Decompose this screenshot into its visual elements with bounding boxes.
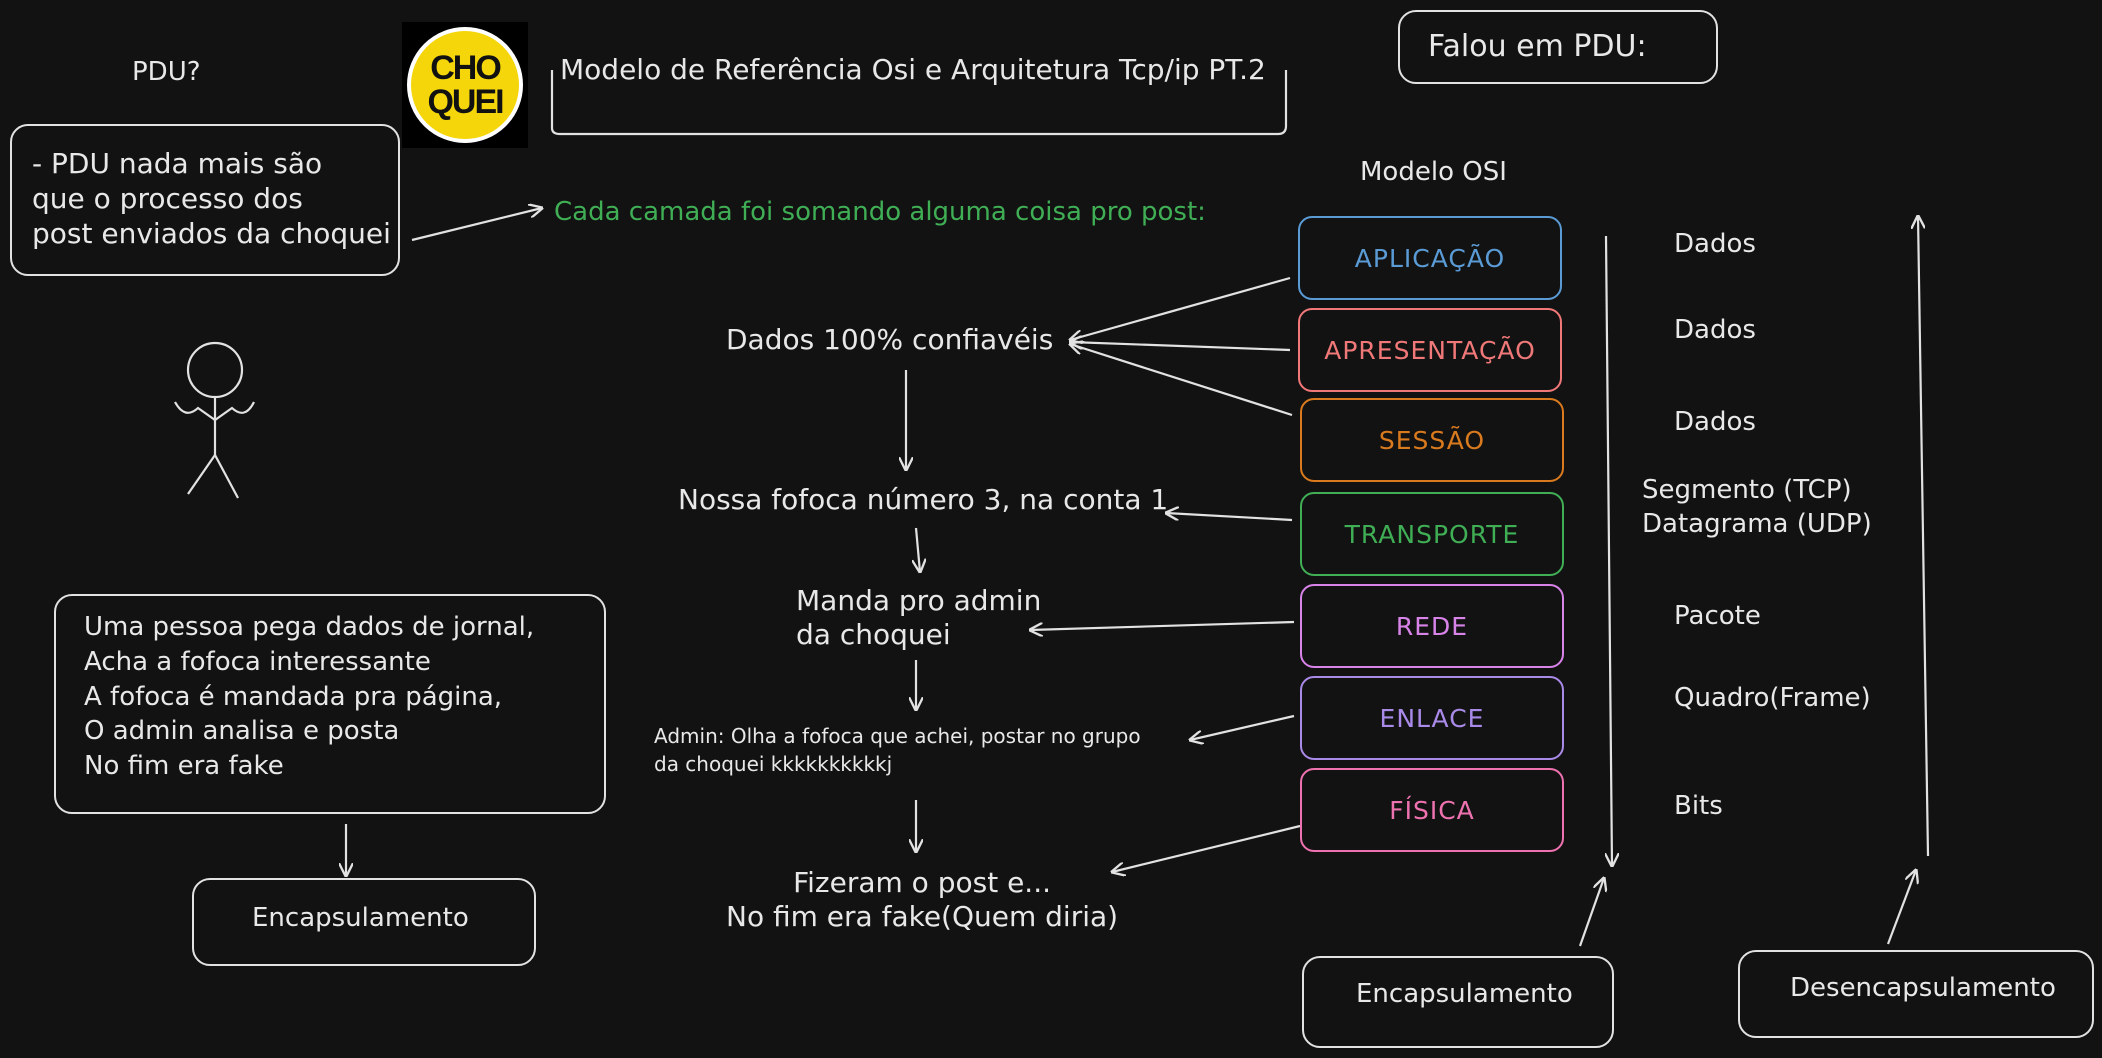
osi-pdu-label: Dados — [1674, 315, 1756, 345]
arrow-pdu-to-cada — [411, 208, 542, 242]
osi-pdu-label: Pacote — [1674, 601, 1761, 631]
story-text: Uma pessoa pega dados de jornal, Acha a … — [84, 612, 535, 782]
encapsulamento-box: Encapsulamento — [1302, 956, 1614, 1048]
flow-step-1: Dados 100% confiavéis — [726, 323, 1054, 356]
encapsulamento-left-label: Encapsulamento — [252, 903, 469, 933]
osi-layer-label: TRANSPORTE — [1344, 519, 1520, 549]
logo-text-line2: QUEI — [427, 83, 504, 121]
osi-pdu-label: Segmento (TCP) Datagrama (UDP) — [1642, 475, 1872, 539]
osi-layer-box: APRESENTAÇÃO — [1298, 308, 1562, 392]
desencapsulamento-box: Desencapsulamento — [1738, 950, 2094, 1038]
stick-figure — [174, 341, 255, 499]
osi-layer-label: ENLACE — [1379, 703, 1485, 733]
osi-layer-label: FÍSICA — [1389, 795, 1475, 825]
arrow-apresentacao — [1070, 342, 1291, 352]
osi-layer-label: SESSÃO — [1378, 425, 1486, 455]
arrow-encapsulation-down — [1606, 235, 1612, 866]
falou-box: Falou em PDU: — [1398, 10, 1718, 84]
arrow-encap-up — [1578, 878, 1604, 947]
choquei-logo: CHO QUEI — [402, 22, 528, 148]
osi-layer-label: APLICAÇÃO — [1354, 243, 1506, 273]
osi-layer-box: APLICAÇÃO — [1298, 216, 1562, 300]
page-title: Modelo de Referência Osi e Arquitetura T… — [560, 53, 1266, 86]
story-box: Uma pessoa pega dados de jornal, Acha a … — [54, 594, 606, 814]
pdu-question: PDU? — [132, 57, 201, 87]
desencapsulamento-label: Desencapsulamento — [1790, 973, 2056, 1003]
arrow-decapsulation-up — [1918, 216, 1930, 857]
arrow-aplicacao — [1070, 276, 1291, 340]
arrow-rede — [1030, 620, 1295, 630]
osi-pdu-label: Dados — [1674, 407, 1756, 437]
flow-step-2: Nossa fofoca número 3, na conta 1 — [678, 483, 1169, 516]
flow-step-3: Manda pro admin da choquei — [796, 584, 1042, 652]
pdu-explanation-text: - PDU nada mais são que o processo dos p… — [32, 147, 391, 250]
encapsulamento-label: Encapsulamento — [1356, 979, 1573, 1009]
arrow-flow-2 — [916, 527, 920, 572]
osi-pdu-label: Dados — [1674, 229, 1756, 259]
arrow-desencap-up — [1886, 870, 1916, 945]
osi-pdu-label: Quadro(Frame) — [1674, 683, 1871, 713]
pdu-explanation-box: - PDU nada mais são que o processo dos p… — [10, 124, 400, 276]
osi-layer-box: ENLACE — [1300, 676, 1564, 760]
logo-text-line1: CHO — [430, 49, 502, 87]
arrow-transporte — [1166, 513, 1293, 522]
title-bracket — [550, 70, 1288, 136]
osi-layer-box: REDE — [1300, 584, 1564, 668]
osi-layer-box: TRANSPORTE — [1300, 492, 1564, 576]
arrow-sessao — [1070, 344, 1293, 417]
cada-camada-text: Cada camada foi somando alguma coisa pro… — [554, 197, 1206, 227]
osi-layer-label: APRESENTAÇÃO — [1324, 335, 1536, 365]
encapsulamento-left-box: Encapsulamento — [192, 878, 536, 966]
osi-title: Modelo OSI — [1360, 157, 1507, 187]
osi-layer-label: REDE — [1395, 611, 1469, 641]
osi-pdu-label: Bits — [1674, 791, 1723, 821]
flow-step-4: Admin: Olha a fofoca que achei, postar n… — [654, 724, 1141, 776]
osi-layer-box: SESSÃO — [1300, 398, 1564, 482]
osi-layer-box: FÍSICA — [1300, 768, 1564, 852]
flow-step-5: Fizeram o post e... No fim era fake(Quem… — [726, 866, 1119, 934]
falou-label: Falou em PDU: — [1428, 29, 1647, 64]
arrow-fisica — [1112, 824, 1301, 872]
arrow-enlace — [1190, 714, 1295, 740]
